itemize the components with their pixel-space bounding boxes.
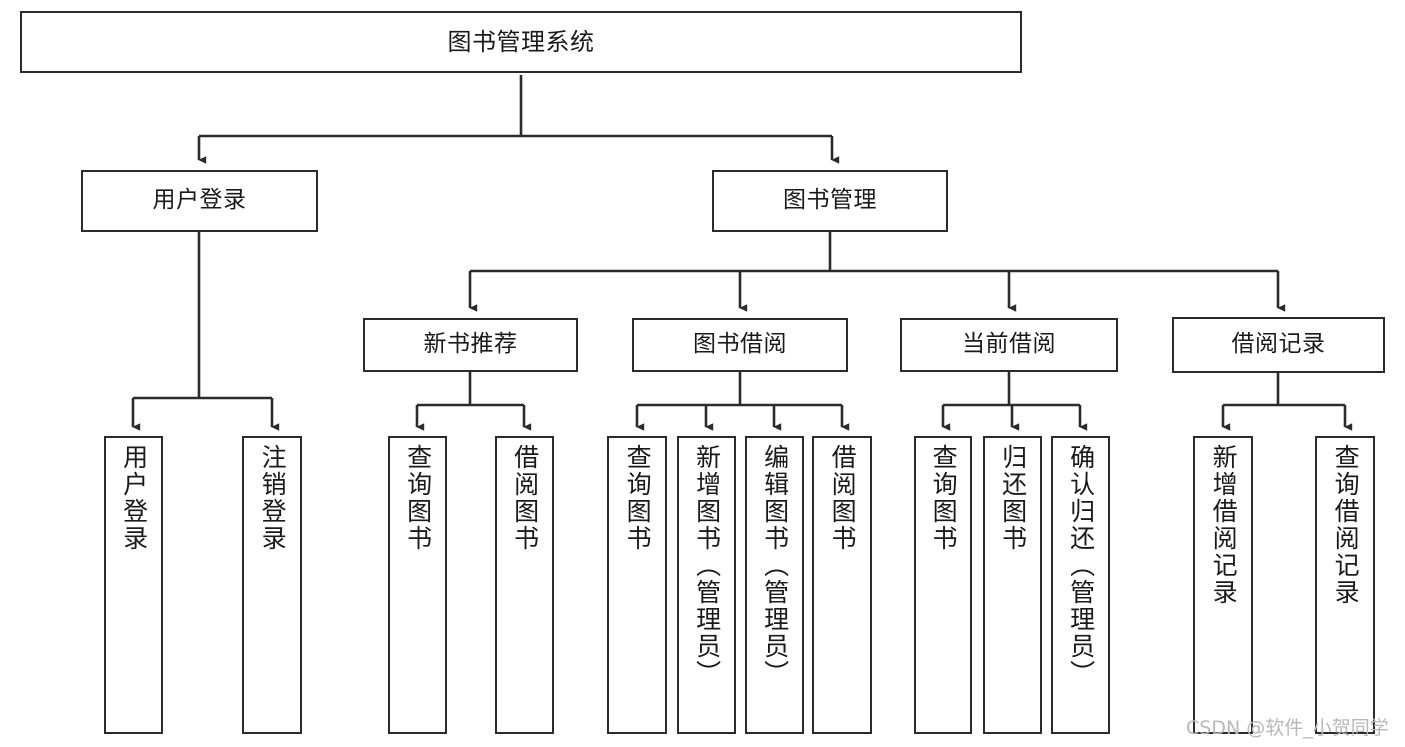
node-label: 图书管理 [783,187,877,214]
leaf-confirm-return-admin[interactable]: 确认归还（管理员） [1051,436,1110,734]
node-label: 图书借阅 [693,331,787,358]
node-label: 当前借阅 [962,331,1056,358]
node-label: 编辑图书（管理员） [760,444,790,687]
node-book-management[interactable]: 图书管理 [712,170,948,232]
leaf-query-book-current[interactable]: 查询图书 [914,436,972,734]
node-label: 查询图书 [929,444,959,552]
leaf-return-book[interactable]: 归还图书 [983,436,1042,734]
node-user-login[interactable]: 用户登录 [81,170,318,232]
node-label: 借阅图书 [828,444,858,552]
leaf-edit-book-admin[interactable]: 编辑图书（管理员） [745,436,804,734]
node-label: 归还图书 [998,444,1028,552]
node-label: 查询图书 [623,444,653,552]
node-label: 注销登录 [258,444,288,552]
node-label: 确认归还（管理员） [1066,444,1096,687]
node-label: 新增图书（管理员） [692,444,722,687]
leaf-query-book-borrow[interactable]: 查询图书 [607,436,667,734]
leaf-user-login[interactable]: 用户登录 [104,436,163,734]
node-new-book-recommend[interactable]: 新书推荐 [363,318,578,372]
leaf-logout-login[interactable]: 注销登录 [242,436,302,734]
node-label: 借阅记录 [1231,331,1326,358]
node-borrow-record[interactable]: 借阅记录 [1172,317,1385,373]
node-book-management-system[interactable]: 图书管理系统 [20,11,1022,73]
leaf-query-book-recommend[interactable]: 查询图书 [388,436,447,734]
leaf-add-borrow-record[interactable]: 新增借阅记录 [1193,436,1253,734]
leaf-borrow-book[interactable]: 借阅图书 [812,436,872,734]
node-label: 查询借阅记录 [1331,444,1361,606]
node-label: 新书推荐 [423,331,518,358]
node-current-borrow[interactable]: 当前借阅 [900,318,1118,372]
node-book-borrow[interactable]: 图书借阅 [632,318,848,372]
leaf-query-borrow-record[interactable]: 查询借阅记录 [1315,436,1375,734]
node-label: 新增借阅记录 [1209,444,1239,606]
leaf-borrow-book-recommend[interactable]: 借阅图书 [495,436,554,734]
node-label: 用户登录 [119,444,149,552]
node-label: 用户登录 [152,187,247,214]
leaf-add-book-admin[interactable]: 新增图书（管理员） [677,436,736,734]
node-label: 借阅图书 [510,444,540,552]
node-label: 查询图书 [403,444,433,552]
node-label: 图书管理系统 [447,27,595,56]
watermark: CSDN @软件_小贺同学 [1186,717,1389,739]
